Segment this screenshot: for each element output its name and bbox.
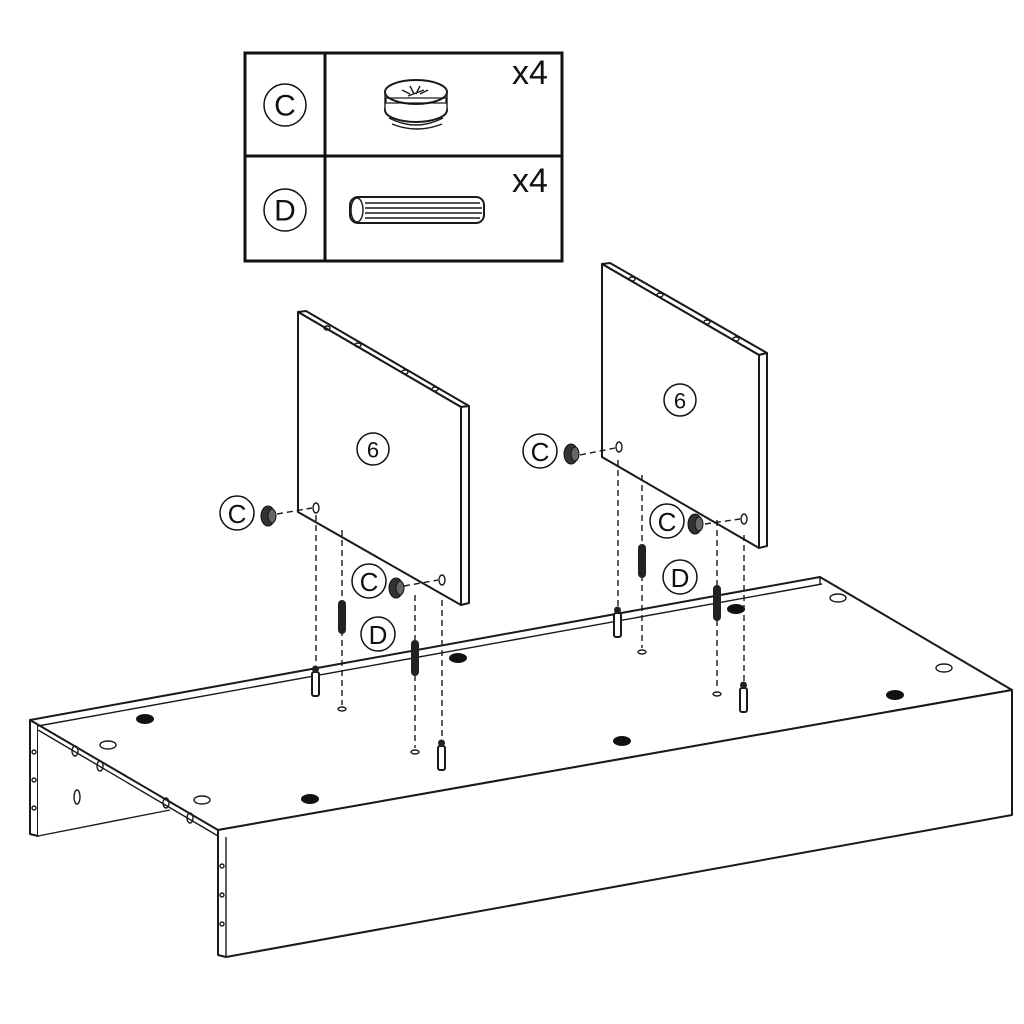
cam-locks xyxy=(260,443,704,599)
quantity-c: x4 xyxy=(512,54,548,92)
quantity-d: x4 xyxy=(512,162,548,200)
callout-d: D xyxy=(671,563,690,593)
cam-bolt-icon xyxy=(739,681,748,713)
dowel-icon xyxy=(638,544,646,578)
callout-c: C xyxy=(228,499,247,529)
dowel-holes xyxy=(337,649,722,755)
cam-lock-icon xyxy=(260,505,277,527)
parts-table: C x4 D xyxy=(243,51,564,263)
callout-c: C xyxy=(531,437,550,467)
panel-6-right: 6 xyxy=(601,262,768,549)
dowel-icon xyxy=(713,585,721,621)
part-id-d: D xyxy=(274,195,296,228)
base-unit xyxy=(29,576,1013,958)
cam-bolt-icon xyxy=(311,665,320,697)
cam-bolt-icon xyxy=(437,739,446,771)
panel-label-right: 6 xyxy=(674,389,686,414)
dowels xyxy=(338,544,721,676)
part-id-c: C xyxy=(274,90,296,123)
panel-label-left: 6 xyxy=(367,438,379,463)
cam-bolt-icon xyxy=(613,606,622,638)
dowel-icon xyxy=(338,600,346,634)
dowel-icon xyxy=(349,196,485,224)
parts-row-c: C x4 xyxy=(263,54,548,130)
cam-lock-icon xyxy=(388,577,405,599)
parts-row-d: D x4 xyxy=(263,162,548,232)
panel-6-left: 6 xyxy=(297,310,470,606)
cam-lock-icon xyxy=(687,513,704,535)
cam-bolts xyxy=(311,606,748,771)
cam-lock-icon xyxy=(563,443,580,465)
callout-d: D xyxy=(369,620,388,650)
callouts: C C D C C D xyxy=(219,433,698,652)
callout-c: C xyxy=(658,507,677,537)
callout-c: C xyxy=(360,567,379,597)
dowel-icon xyxy=(411,640,419,676)
cam-lock-icon xyxy=(384,79,448,130)
